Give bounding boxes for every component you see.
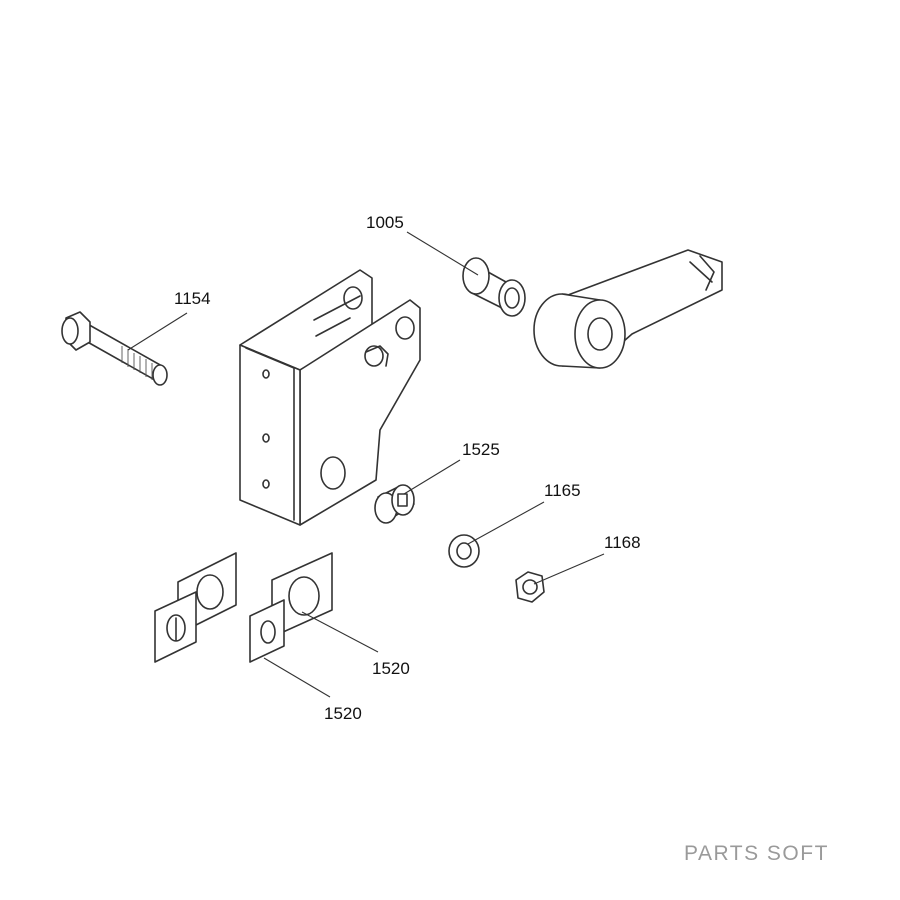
spring-eye-drawing <box>533 249 723 369</box>
nut-1168-drawing <box>515 571 545 603</box>
callout-1165: 1165 <box>544 481 581 500</box>
callout-1154: 1154 <box>174 289 211 308</box>
bushing-1525-drawing <box>374 484 415 524</box>
callout-1005: 1005 <box>366 213 404 232</box>
leader-lines <box>127 231 605 698</box>
callout-1525: 1525 <box>462 440 500 459</box>
shim-plates-left-drawing <box>154 552 237 663</box>
parts-soft-watermark: PARTS SOFT <box>684 842 829 865</box>
bushing-1005-drawing <box>462 257 526 317</box>
callout-1520-upper: 1520 <box>372 659 410 678</box>
bolt-1154-drawing <box>61 311 168 386</box>
spring-hanger-bracket-drawing <box>239 269 421 526</box>
callout-1520-lower: 1520 <box>324 704 362 723</box>
callout-1168: 1168 <box>604 533 641 552</box>
washer-1165-drawing <box>448 534 480 568</box>
shim-plates-right-drawing <box>249 552 333 663</box>
